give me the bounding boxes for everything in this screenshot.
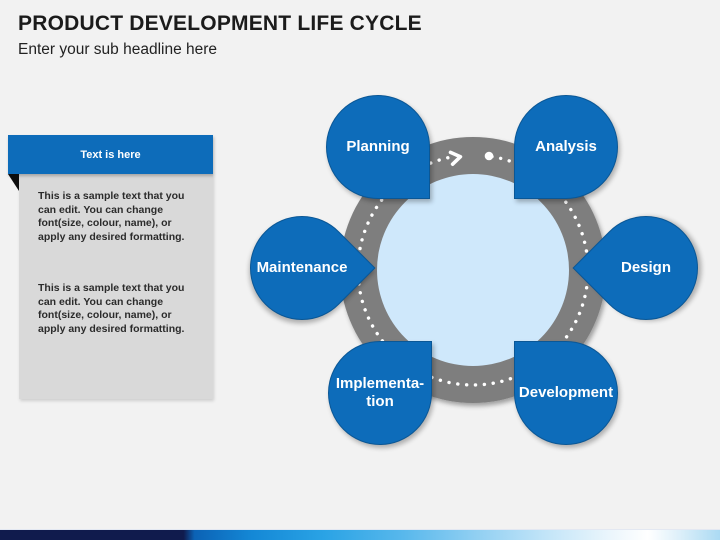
cycle-center-circle [377, 174, 569, 366]
stage-label: Design [620, 259, 671, 276]
flow-gap [449, 149, 494, 163]
callout-header-label: Text is here [80, 148, 141, 161]
flow-arrow-icon [448, 150, 463, 166]
stage-planning: Planning [326, 95, 430, 199]
stage-label: Implementa- tion [335, 375, 425, 410]
callout-paragraph: This is a sample text that you can edit.… [38, 282, 185, 335]
stage-design: Design [572, 194, 720, 342]
page-subtitle: Enter your sub headline here [18, 41, 218, 58]
callout-paragraph: This is a sample text that you can edit.… [38, 190, 185, 243]
stage-label: Planning [346, 138, 410, 155]
stage-label: Maintenance [256, 259, 348, 276]
page-title: PRODUCT DEVELOPMENT LIFE CYCLE [18, 12, 422, 35]
stage-maintenance: Maintenance [228, 194, 376, 342]
stage-implementation: Implementa- tion [328, 341, 432, 445]
slide-header: PRODUCT DEVELOPMENT LIFE CYCLE Enter you… [18, 12, 422, 59]
stage-label: Development [518, 384, 614, 401]
stage-label: Analysis [535, 138, 597, 155]
stage-analysis: Analysis [514, 95, 618, 199]
bottom-accent-bar [0, 529, 720, 540]
flow-start-dot-icon [484, 151, 494, 161]
callout-header: Text is here [8, 135, 213, 174]
fold-triangle-icon [8, 174, 19, 191]
callout-body: This is a sample text that you can edit.… [19, 174, 213, 399]
stage-development: Development [514, 341, 618, 445]
